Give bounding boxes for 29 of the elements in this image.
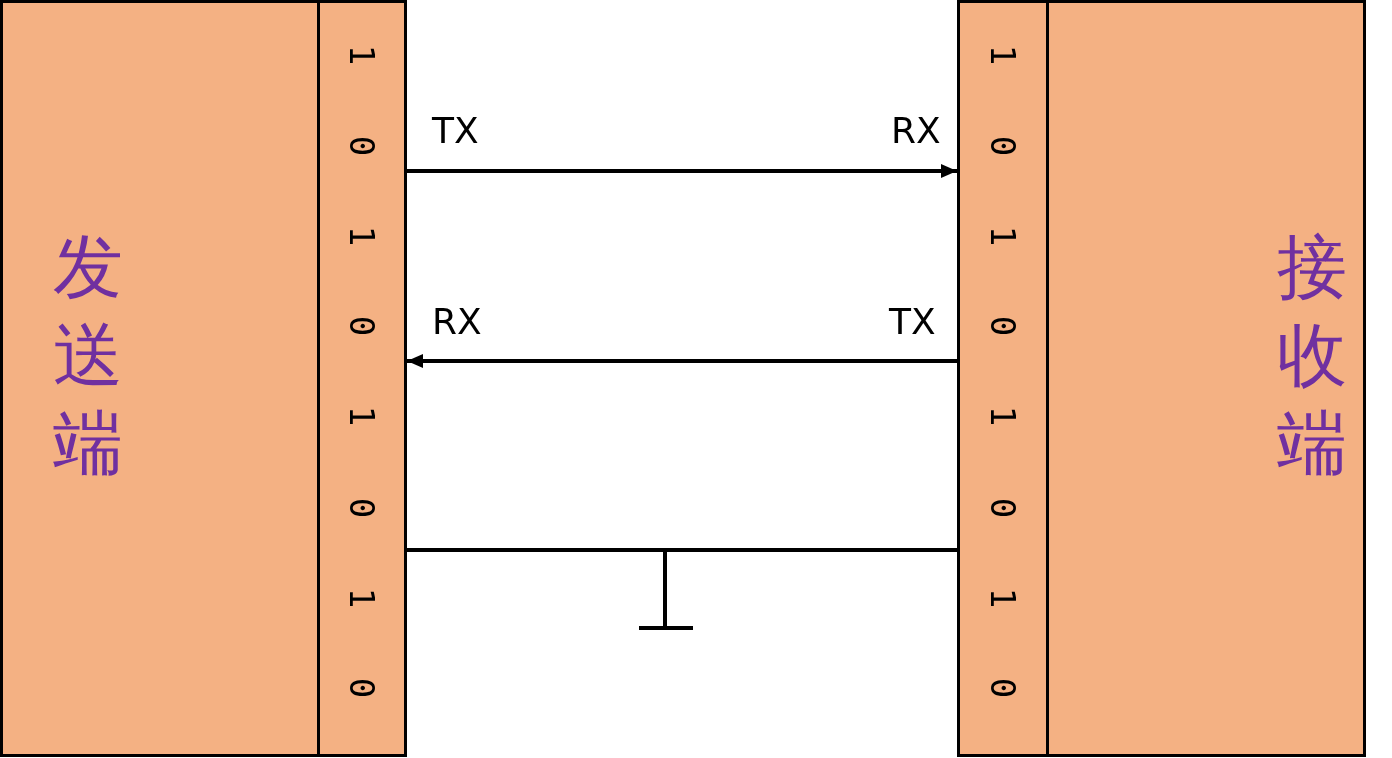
bit-digit: 1: [345, 225, 380, 247]
bit-digit: 1: [345, 44, 380, 66]
bit-digit: 0: [986, 677, 1021, 699]
arrow: [407, 354, 957, 368]
arrow: [407, 164, 957, 178]
bit-digit: 0: [345, 315, 380, 337]
device-box: [0, 0, 320, 757]
pin-label: TX: [432, 111, 479, 151]
device-label: 接收端: [1276, 225, 1348, 486]
bit-digit: 0: [345, 497, 380, 519]
pin-label: TX: [889, 302, 936, 342]
bit-digit: 0: [345, 135, 380, 157]
device-box: [1046, 0, 1366, 757]
ground-line: [407, 548, 957, 552]
bit-digit: 1: [345, 587, 380, 609]
bit-column: [957, 0, 1049, 757]
pin-label: RX: [432, 302, 482, 342]
bit-digit: 0: [986, 497, 1021, 519]
bit-digit: 1: [345, 405, 380, 427]
bit-digit: 0: [345, 677, 380, 699]
bit-digit: 1: [986, 225, 1021, 247]
bit-digit: 1: [986, 587, 1021, 609]
bit-digit: 0: [986, 315, 1021, 337]
device-label: 发送端: [52, 225, 124, 486]
bit-column: [317, 0, 407, 757]
bit-digit: 1: [986, 405, 1021, 427]
bit-digit: 1: [986, 44, 1021, 66]
bit-digit: 0: [986, 135, 1021, 157]
pin-label: RX: [891, 111, 941, 151]
